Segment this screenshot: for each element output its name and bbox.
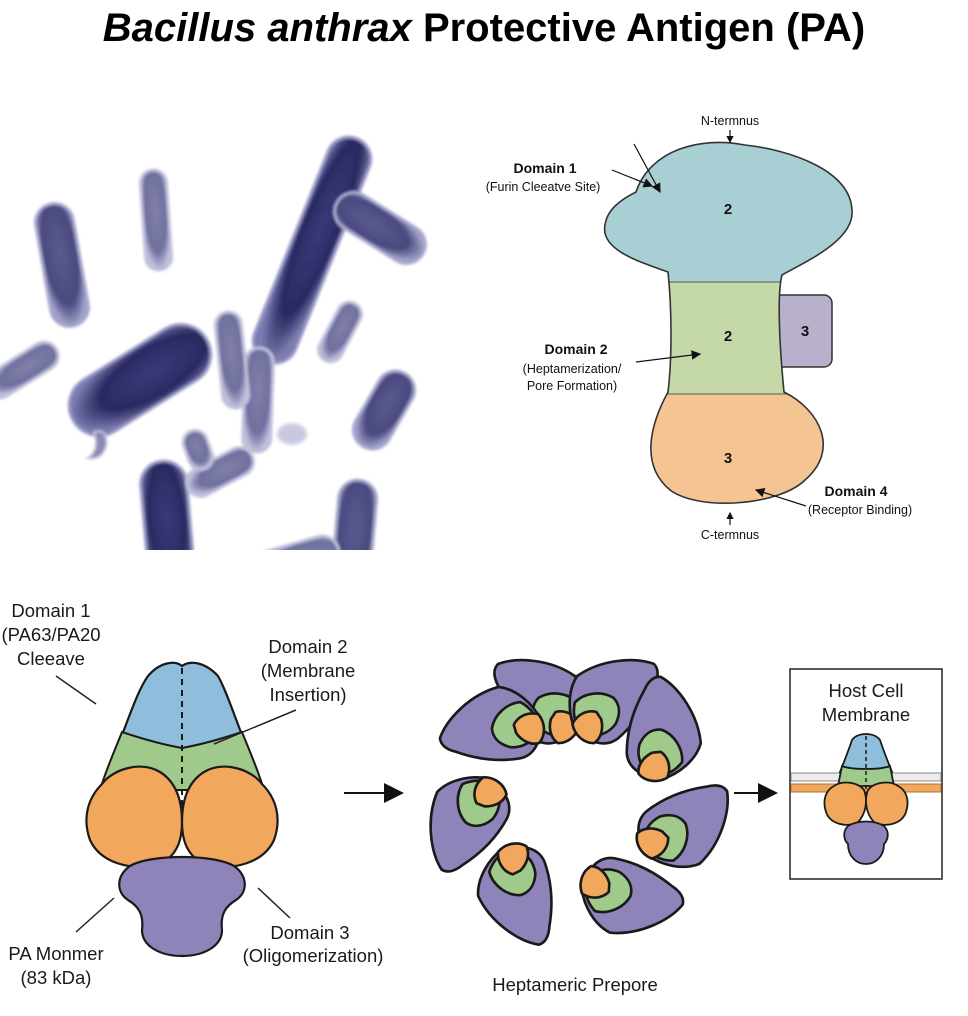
- domain4-name: Domain 4: [824, 483, 887, 499]
- bacterium-rod: [352, 369, 416, 451]
- inserted-pore-purple: [843, 820, 889, 865]
- domain1-arrow-2: [611, 169, 654, 188]
- c-terminus-label: C-termnus: [701, 528, 759, 542]
- domain2-desc-line1: (Heptamerization/: [523, 362, 622, 376]
- title-italic: Bacillus anthrax: [102, 6, 412, 50]
- monomer-domain3-leader: [257, 887, 291, 919]
- region-top-number: 2: [724, 201, 732, 218]
- prepore-label: Heptameric Prepore: [492, 974, 658, 995]
- monomer-name-line2: (83 kDa): [21, 967, 92, 988]
- heptameric-prepore-ring: [418, 658, 733, 952]
- pa-monomer: [85, 661, 279, 958]
- monomer-orange-left: [85, 765, 184, 868]
- bacterium-rod: [213, 310, 251, 410]
- bacterium-fragment: [85, 430, 108, 460]
- domain1-arrow: [633, 143, 661, 194]
- bacterium-rod: [251, 135, 373, 365]
- bacterium-rod: [317, 300, 363, 364]
- host-cell-line2: Membrane: [822, 704, 910, 725]
- domain4-arrow: [754, 487, 807, 507]
- title-rest: Protective Antigen (PA): [422, 6, 866, 50]
- domain2-arrow: [635, 350, 702, 363]
- monomer-name-leader: [75, 897, 115, 933]
- monomer-orange-right: [180, 765, 279, 868]
- monomer-domain2-line1: Domain 2: [268, 636, 347, 657]
- protein-outline: [603, 141, 853, 504]
- bacterium-rod: [138, 168, 174, 272]
- monomer-domain2-line2: (Membrane: [261, 660, 356, 681]
- domain2-name: Domain 2: [544, 341, 607, 357]
- domain4-desc: (Receptor Binding): [808, 503, 912, 517]
- monomer-domain1-line2: (PA63/PA20: [1, 624, 100, 645]
- inserted-pore-orange-right: [865, 781, 909, 826]
- monomer-domain3-line2: (Oligomerization): [243, 945, 384, 966]
- n-terminus-label: N-termnus: [701, 114, 759, 128]
- monomer-name-line1: PA Monmer: [8, 943, 103, 964]
- domain-structure-diagram: 2 2 3 3 N-termnus C-termnus Domain 1 (Fu…: [486, 114, 912, 542]
- monomer-domain1-line1: Domain 1: [11, 600, 90, 621]
- bacterium-rod: [0, 340, 60, 400]
- prepore-subunit: [630, 769, 733, 876]
- region-middle-number: 2: [724, 328, 732, 345]
- host-cell-membrane-panel: Host Cell Membrane: [789, 668, 943, 880]
- monomer-domain2-leader: [213, 709, 297, 745]
- monomer-domain2-line3: Insertion): [269, 684, 346, 705]
- bacteria-illustration: [0, 135, 427, 550]
- bacterium-rod: [67, 323, 213, 437]
- side-box-number: 3: [801, 323, 809, 340]
- pa-mechanism-diagram: Domain 1 (PA63/PA20 Cleeave Domain 2 (Me…: [1, 600, 943, 995]
- domain2-desc-line2: Pore Formation): [527, 379, 617, 393]
- domain1-name: Domain 1: [513, 160, 576, 176]
- inserted-pore-orange-left: [823, 781, 867, 826]
- bacterium-rod: [34, 202, 90, 328]
- figure-title: Bacillus anthrax Protective Antigen (PA): [0, 2, 968, 54]
- bacterium-rod: [255, 534, 341, 550]
- monomer-domain1-leader: [55, 675, 97, 705]
- monomer-purple-base: [118, 855, 246, 958]
- bacterium-rod: [329, 478, 379, 550]
- bacterium-rod: [333, 191, 427, 265]
- bacterium-rod: [181, 428, 215, 472]
- bacterium-rod: [139, 459, 197, 550]
- region-bottom-number: 3: [724, 450, 732, 467]
- host-cell-line1: Host Cell: [828, 680, 903, 701]
- domain1-desc: (Furin Cleeatve Site): [486, 180, 601, 194]
- monomer-domain1-line3: Cleeave: [17, 648, 85, 669]
- bacterium-spore: [276, 422, 308, 446]
- monomer-domain3-line1: Domain 3: [270, 922, 349, 943]
